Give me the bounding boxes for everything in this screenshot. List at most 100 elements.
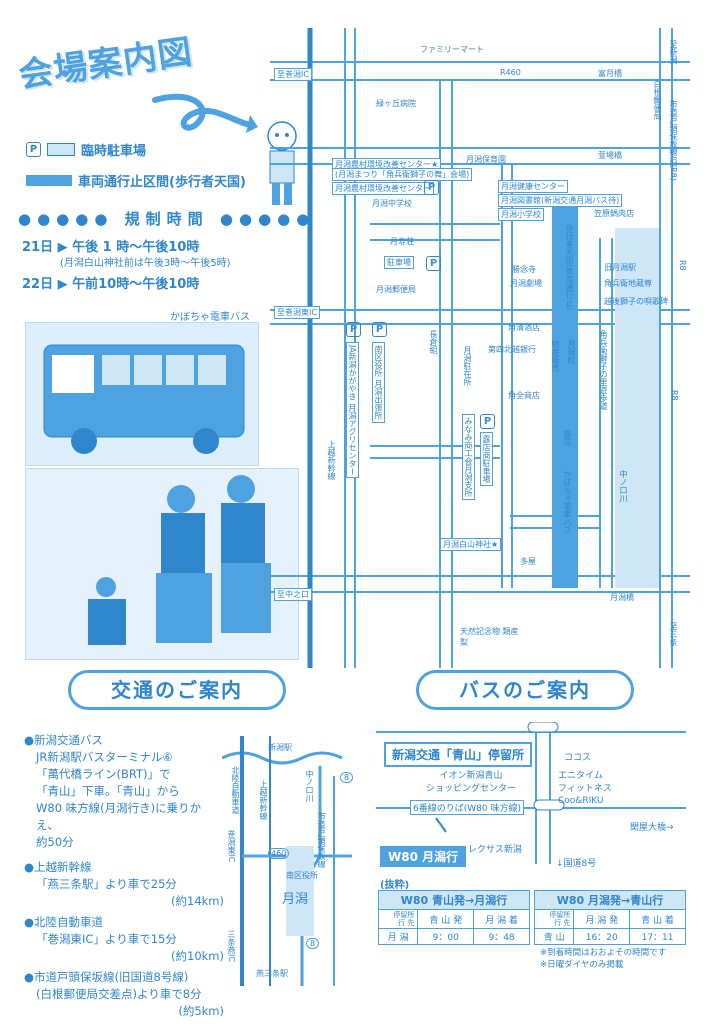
- arrival-note: ※到着時間はおおよその時間です: [540, 948, 667, 958]
- sunday-note: ※日曜ダイヤのみ掲載: [540, 960, 624, 970]
- shido-road-label: 市道戸頭保坂線(旧R8): [669, 100, 678, 181]
- kayaba-bridge-label: 萱場橋: [598, 151, 622, 160]
- legend-pedestrian: 車両通行止区間(歩行者天国): [26, 171, 246, 190]
- cocos-label: ココス: [564, 753, 592, 763]
- kasahara-label: 笠原鍋肉店: [594, 209, 634, 218]
- nursery-label: 月潟保育園: [466, 155, 506, 164]
- post-office-label: 月潟郵便局: [376, 285, 416, 294]
- timetable2-dep: 16：20: [573, 928, 631, 945]
- food-stalls-label: 露店: [563, 430, 572, 446]
- mini-sanjo-ic: 三条燕IC: [227, 930, 236, 962]
- tsukigata-gekijo-label: 月潟劇場: [510, 279, 542, 288]
- w80-route-label: W80 月潟行: [380, 846, 467, 867]
- bus-photo: [25, 322, 259, 466]
- minami-shokokai-label: みなみ商工会月潟支所: [462, 414, 475, 500]
- regulation-day22: 22日 ▶ 午前10時〜午後10時: [22, 277, 200, 292]
- mini-r8: 8: [340, 772, 354, 783]
- kakubee-jizo-label: 角兵衛地蔵尊: [604, 279, 652, 288]
- access-item-citroad: ●市道戸頭保坂線(旧国道8号線) (白根郵便局交差点)より車で8分 (約5km): [24, 970, 224, 1018]
- road-kanegawa-higashi-ic: 至巻潟東IC: [274, 306, 320, 319]
- timetable-tsukigata-to-aoyama: W80 月潟発→青山行 停留所行 先 月 潟 発 青 山 着 青 山 16：20…: [533, 890, 686, 945]
- parking-marker-2: P: [426, 256, 441, 271]
- excerpt-label: (抜粋): [380, 880, 410, 891]
- mini-shido: 市道戸頭保坂線: [317, 812, 326, 868]
- mini-niigata-station: 新潟駅: [268, 743, 292, 752]
- regulation-day21-note: (月潟白山神社前は午後3時〜午後5時): [60, 258, 231, 269]
- mini-r8-bottom: 8: [306, 938, 320, 949]
- minami-office-label: 南区役所 月潟出張所: [372, 342, 385, 423]
- timetable1-dep: 9：00: [417, 928, 475, 945]
- lexus-label: レクサス新潟: [468, 845, 522, 855]
- regulation-day21: 21日 ▶ 午後 1 時〜午後10時: [22, 240, 200, 255]
- nagura-label: 長倉組: [429, 330, 438, 354]
- to-sanjo-label: 至三条: [669, 622, 678, 646]
- kakuzen-label: 角全商店: [508, 391, 540, 400]
- mini-r460: 460: [268, 848, 290, 859]
- shirane-post-label: 白根郵便局: [653, 80, 662, 120]
- parking-marker-4: P: [372, 322, 387, 337]
- timetable1-col2: 月 潟 着: [473, 909, 530, 929]
- roten-parking-label: 露店商駐車場: [480, 432, 493, 486]
- shonenji-label: 勝念寺: [512, 265, 536, 274]
- timetable1-arr: 9：48: [473, 928, 530, 945]
- mini-makigata-ic: 巻潟東IC: [227, 830, 236, 862]
- access-item-bus: ●新潟交通バス JR新潟駅バスターミナル⑥ 「萬代橋ライン(BRT)」で 「青山…: [24, 733, 202, 849]
- kabocha-bus-map-label: かぼちゃ電車バス: [563, 470, 572, 534]
- kaku-sake-label: 角清酒店: [508, 323, 540, 332]
- anytime-fitness-label: エニタイムフィットネス: [558, 771, 612, 794]
- mini-expressway: 北陸自動車道: [231, 766, 240, 814]
- access-list: ●新潟交通バス JR新潟駅バスターミナル⑥ 「萬代橋ライン(BRT)」で 「青山…: [24, 732, 224, 1020]
- road-kanegawa-ic: 至巻潟IC: [274, 68, 312, 81]
- parking-marker-3: P: [346, 322, 361, 337]
- mini-minami-ku: 南区役所: [286, 871, 318, 880]
- ja-center-label: JA新潟かがやき 月潟アグリセンター: [346, 342, 359, 479]
- r8-mid-label: R8: [670, 390, 679, 401]
- tomitsuki-bridge-label: 富月橋: [598, 69, 622, 78]
- family-mart-label: ファミリーマート: [420, 45, 484, 54]
- mascot-character-icon: [262, 118, 302, 210]
- old-station-label: 旧月潟駅: [604, 263, 636, 272]
- parking-marker-1: P: [424, 180, 439, 195]
- tsukigata-town-label: 月潟町: [567, 340, 576, 364]
- nouson-center-sub-label: (月潟まつり「角兵衛獅子の舞」会場): [332, 168, 473, 181]
- legend: P 臨時駐車場 車両通行止区間(歩行者天国): [26, 140, 246, 190]
- middle-school-label: 月潟中学校: [372, 199, 412, 208]
- timetable2-corner: 停留所行 先: [533, 909, 575, 929]
- r8-label: R8: [678, 260, 687, 271]
- access-item-shinkansen: ●上越新幹線 「燕三条駅」より車で25分 (約14km): [24, 860, 224, 908]
- arrow-swirl-icon: [152, 93, 258, 133]
- legend-pedestrian-label: 車両通行止区間(歩行者天国): [78, 175, 246, 190]
- timetable2-dest: 青 山: [533, 928, 575, 945]
- hakusan-shrine-label: 月潟白山神社★: [440, 538, 502, 551]
- photo-caption: かぼちゃ電車バス: [170, 312, 250, 323]
- mini-shinkansen: 上越新幹線: [259, 780, 268, 820]
- mini-tsubame-sanjo: 燕三条駅: [256, 969, 288, 978]
- sekiya-bridge-label: 関屋大橋→: [630, 823, 674, 833]
- products-label: 物産販売: [551, 340, 560, 372]
- elementary-label: 月潟小学校: [498, 208, 544, 221]
- nouson-center-p-label: 月潟農村環境改善センター: [332, 182, 434, 195]
- daishi-bank-label: 第四北越銀行: [488, 345, 536, 354]
- regulation-heading: ●●●●● 規制時間 ●●●●●: [18, 210, 316, 228]
- library-label: 月潟図書館(新潟交通月潟バス待): [498, 194, 623, 207]
- tsukiso-label: 月寿荘: [390, 237, 414, 246]
- timetable2-arr: 17：11: [629, 928, 686, 945]
- access-item-expressway: ●北陸自動車道 「巻潟東IC」より車で15分 (約10km): [24, 915, 224, 963]
- timetable1-corner: 停留所行 先: [377, 909, 419, 929]
- timetable1-title: W80 青山発→月潟行: [378, 890, 530, 910]
- kakubee-monument-label: 越後獅子の唄歌碑: [604, 297, 668, 306]
- pedestrian-zone-label: 歩行者天国(車両通行止): [565, 224, 574, 311]
- tenzen-monument-label: 天然記念物 類産梨: [460, 627, 519, 647]
- timetable1-col1: 青 山 発: [417, 909, 475, 929]
- r460-label: R460: [500, 68, 521, 77]
- jotetsu-label: 上越新幹線: [327, 440, 336, 480]
- bus-heading: バスのご案内: [416, 670, 634, 710]
- to-niigata-label: 至新潟: [669, 40, 678, 64]
- health-center-label: 月潟健康センター: [498, 180, 568, 193]
- timetable1-dest: 月 潟: [377, 928, 419, 945]
- timetable2-col1: 月 潟 発: [573, 909, 631, 929]
- platform-label: 6番線のりば(W80 味方線): [410, 800, 524, 815]
- aoyama-stop-label: 新潟交通「青山」停留所: [384, 742, 533, 767]
- mini-tsukigata: 月潟: [282, 892, 309, 907]
- pedestrian-swatch: [26, 175, 72, 186]
